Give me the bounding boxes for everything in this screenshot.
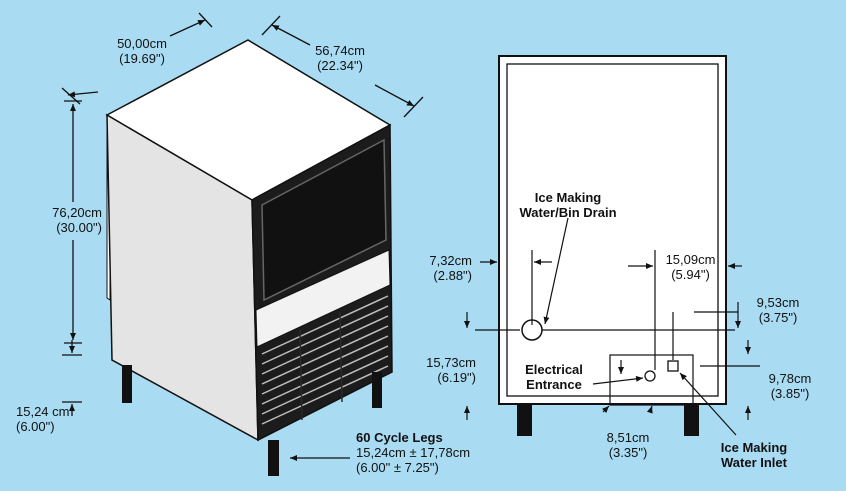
drain-offset-dimension: 7,32cm(2.88") xyxy=(429,253,472,283)
perspective-dimensions xyxy=(61,12,424,461)
legs-note: 60 Cycle Legs 15,24cm ± 17,78cm (6.00" ±… xyxy=(356,430,471,475)
box-width-dimension: 8,51cm(3.35") xyxy=(606,430,650,460)
side-height-dimension: 9,53cm(3.75") xyxy=(756,295,800,325)
rear-panel-inner xyxy=(506,63,719,397)
leg xyxy=(268,440,279,476)
front-door xyxy=(261,138,387,302)
utility-box xyxy=(609,354,694,406)
rear-view xyxy=(498,55,727,436)
leg xyxy=(122,365,132,403)
width-dimension: 50,00cm(19.69") xyxy=(117,36,167,66)
rear-leg xyxy=(517,404,532,436)
rear-panel xyxy=(498,55,727,405)
leg-height-dimension: 15,24 cm(6.00") xyxy=(16,404,70,434)
box-height-dimension: 9,78cm(3.85") xyxy=(768,371,812,401)
depth-dimension: 56,74cm(22.34") xyxy=(315,43,365,73)
front-louvers xyxy=(261,295,389,425)
height-dimension: 76,20cm(30.00") xyxy=(52,205,102,235)
drain-height-dimension: 15,73cm(6.19") xyxy=(426,355,476,385)
rear-leg xyxy=(684,404,699,436)
rear-dimensions xyxy=(464,217,760,436)
water-inlet-port xyxy=(667,360,679,372)
ice-machine-perspective xyxy=(105,39,393,476)
front-band xyxy=(255,249,391,348)
inlet-offset-dimension: 15,09cm(5.94") xyxy=(665,252,716,282)
leg xyxy=(372,372,382,408)
electrical-port xyxy=(644,370,656,382)
